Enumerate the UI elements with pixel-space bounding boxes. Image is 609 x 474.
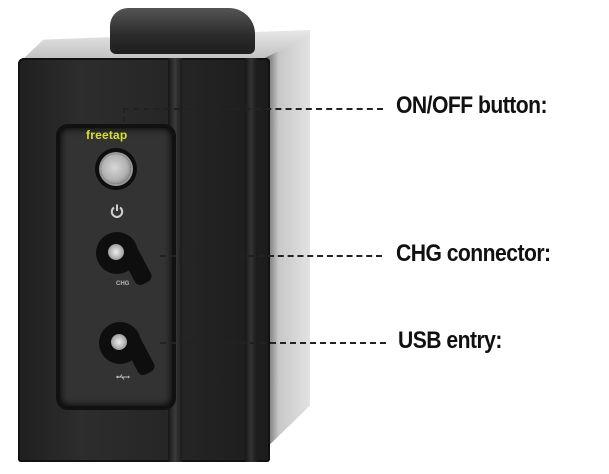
case-edge — [245, 58, 257, 462]
callout-label-chg: CHG connector: — [396, 240, 551, 267]
callout-label-usb: USB entry: — [398, 327, 502, 354]
callout-leader-chg — [160, 255, 382, 257]
callout-leader-onoff — [123, 108, 383, 110]
chg-connector-pin — [108, 244, 124, 260]
carry-handle — [110, 8, 255, 54]
callout-leader-onoff-vertical — [123, 108, 125, 122]
callout-label-onoff: ON/OFF button: — [396, 92, 547, 119]
usb-connector[interactable] — [99, 322, 157, 380]
chg-port-label: CHG — [116, 281, 130, 287]
chg-connector[interactable] — [96, 232, 154, 290]
usb-connector-pin — [111, 334, 127, 350]
callout-leader-usb — [160, 342, 386, 344]
power-icon — [110, 203, 124, 219]
brand-logo: freetap — [86, 128, 128, 142]
power-button[interactable] — [101, 154, 131, 184]
usb-icon — [116, 368, 130, 380]
